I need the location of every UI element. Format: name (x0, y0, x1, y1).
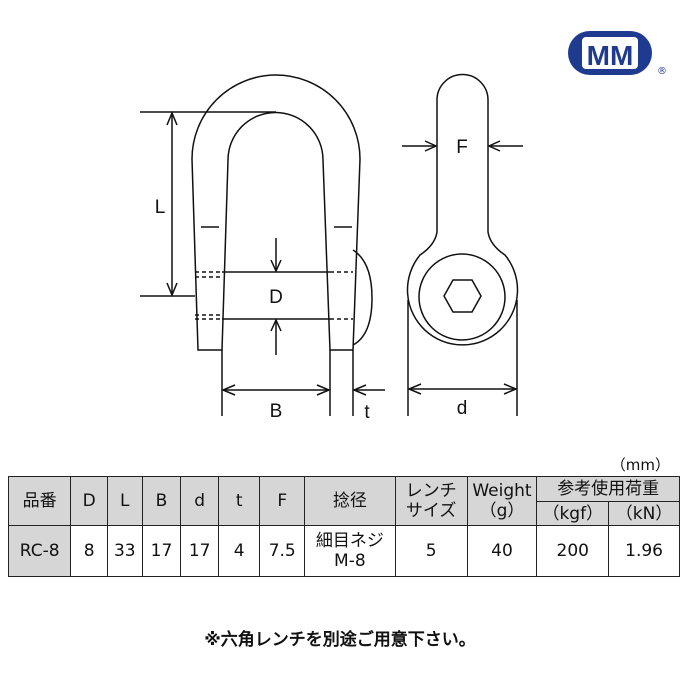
label-d: d (457, 398, 468, 419)
label-B: B (270, 401, 283, 422)
cell-kN: 1.96 (608, 525, 680, 577)
cell-L: 33 (106, 525, 143, 577)
header-thread: 捻径 (304, 476, 396, 526)
header-wrench-line1: レンチ (405, 481, 457, 501)
header-t: t (217, 476, 261, 526)
header-load: 参考使用荷重 (536, 476, 680, 502)
header-weight-line1: Weight (472, 481, 532, 501)
header-L: L (106, 476, 143, 526)
cell-weight: 40 (466, 525, 538, 577)
spec-table: 品番 D L B d t F 捻径 レンチサイズ Weight（g） 参考使用荷… (7, 476, 680, 577)
label-F: F (456, 137, 468, 158)
cell-thread-line1: 細目ネジ (315, 531, 384, 551)
label-t: t (364, 402, 370, 423)
cell-F: 7.5 (259, 525, 306, 577)
label-D: D (269, 287, 283, 308)
header-weight-line2: （g） (479, 501, 525, 521)
cell-d: 17 (180, 525, 219, 577)
cell-kgf: 200 (536, 525, 610, 577)
header-kgf: （kgf） (536, 501, 610, 526)
header-wrench: レンチサイズ (394, 476, 468, 526)
cell-D: 8 (70, 525, 108, 577)
cell-model: RC-8 (7, 525, 72, 577)
svg-text:®: ® (657, 66, 667, 77)
side-view: F d (402, 73, 523, 419)
front-view: L D B t (140, 74, 385, 423)
unit-label: （mm） (610, 456, 670, 474)
cell-wrench: 5 (394, 525, 468, 577)
header-d: d (180, 476, 219, 526)
header-weight: Weight（g） (466, 476, 538, 526)
cell-thread-line2: M-8 (334, 551, 366, 571)
header-F: F (259, 476, 306, 526)
header-D: D (70, 476, 108, 526)
logo: MM ® (568, 31, 667, 77)
header-B: B (141, 476, 182, 526)
header-kN: （kN） (608, 501, 680, 526)
header-model: 品番 (7, 476, 72, 526)
cell-B: 17 (141, 525, 182, 577)
label-L: L (155, 197, 166, 218)
svg-text:MM: MM (587, 40, 634, 71)
wrench-note: ※六角レンチを別途ご用意下さい。 (204, 630, 476, 650)
header-wrench-line2: サイズ (405, 501, 457, 521)
cell-t: 4 (217, 525, 261, 577)
